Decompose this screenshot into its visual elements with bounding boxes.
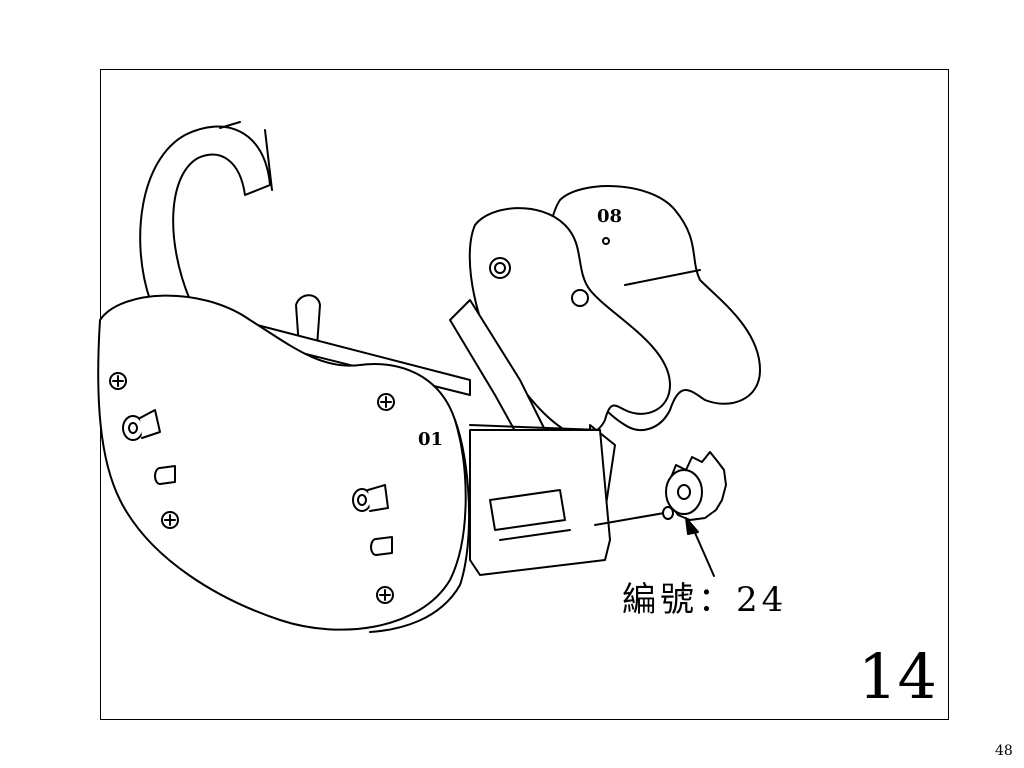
plate-bosses [122, 409, 393, 556]
part-label-08: 08 [597, 206, 622, 227]
middle-plate-screw-2 [571, 289, 589, 307]
part-label-01: 01 [418, 429, 443, 450]
rear-plate-hole [602, 237, 610, 245]
rear-rod [624, 269, 701, 286]
front-plate-screws [109, 372, 395, 604]
step-number: 14 [858, 640, 937, 713]
page-number: 48 [995, 743, 1013, 759]
gear-part-24 [662, 451, 727, 521]
callout-arrow [691, 525, 715, 577]
part-number-callout: 編號：24 [622, 580, 788, 620]
gear-axle [594, 511, 671, 526]
front-plate [97, 294, 467, 631]
